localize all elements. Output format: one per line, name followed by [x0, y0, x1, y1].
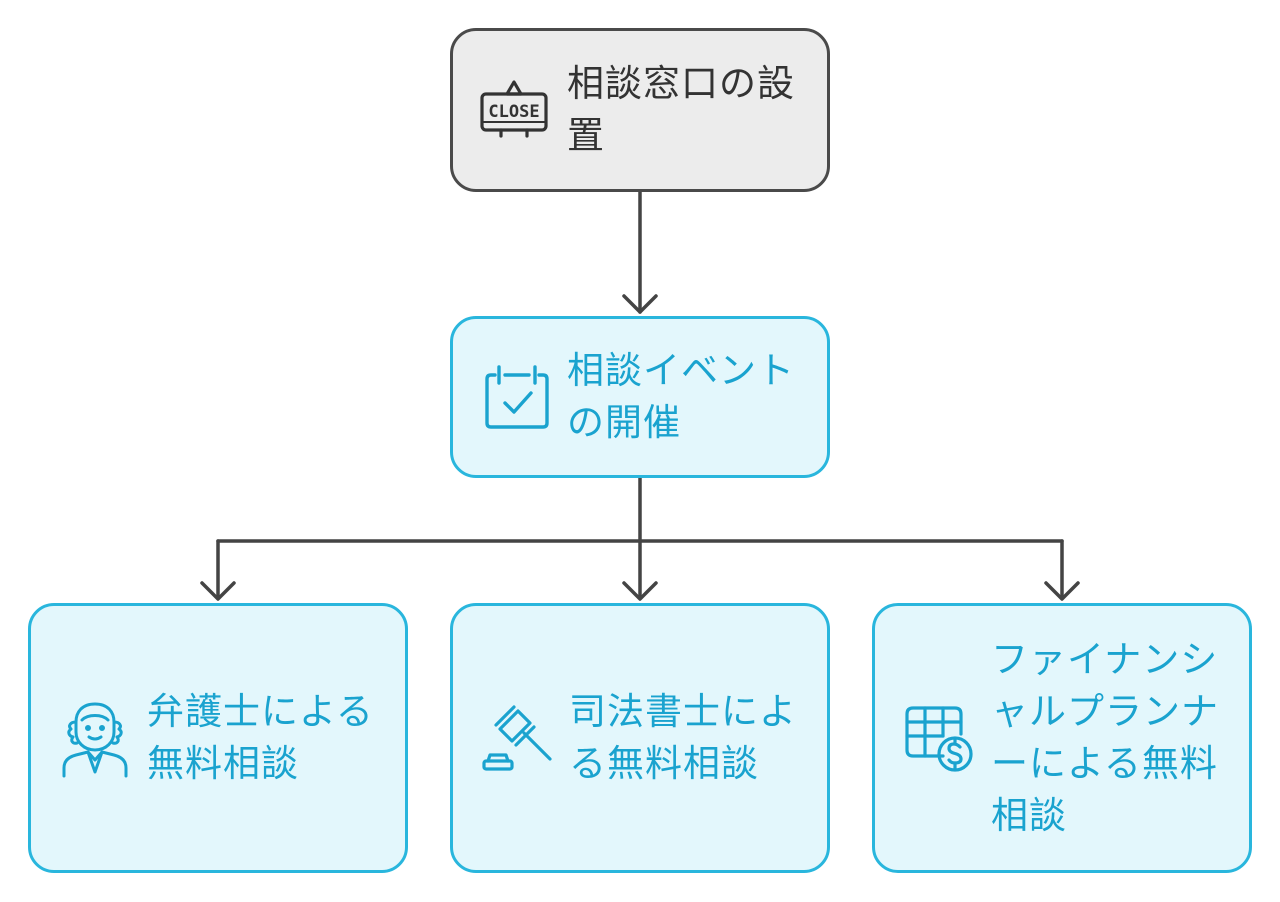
svg-text:CLOSE: CLOSE — [488, 102, 539, 122]
node-lawyer: 弁護士による無料相談 — [28, 603, 408, 873]
close-sign-icon: CLOSE — [475, 71, 553, 149]
node-setup: CLOSE 相談窓口の設置 — [450, 28, 830, 192]
node-event: 相談イベントの開催 — [450, 316, 830, 478]
arrowhead-scrivener — [622, 581, 658, 601]
finance-sheet-dollar-icon — [901, 700, 977, 776]
lawyer-icon — [57, 698, 133, 778]
node-scrivener: 司法書士による無料相談 — [450, 603, 830, 873]
planner-label: ファイナンシャルプランナーによる無料相談 — [991, 638, 1219, 837]
arrowhead-planner — [1044, 581, 1080, 601]
setup-label: 相談窓口の設置 — [567, 62, 795, 157]
node-planner: ファイナンシャルプランナーによる無料相談 — [872, 603, 1252, 873]
arrowhead-event — [622, 294, 658, 314]
arrowhead-lawyer — [200, 581, 236, 601]
lawyer-label: 弁護士による無料相談 — [147, 690, 374, 785]
calendar-check-icon — [479, 359, 555, 435]
gavel-icon — [477, 698, 557, 778]
event-label: 相談イベントの開催 — [567, 349, 795, 444]
scrivener-label: 司法書士による無料相談 — [569, 690, 797, 785]
